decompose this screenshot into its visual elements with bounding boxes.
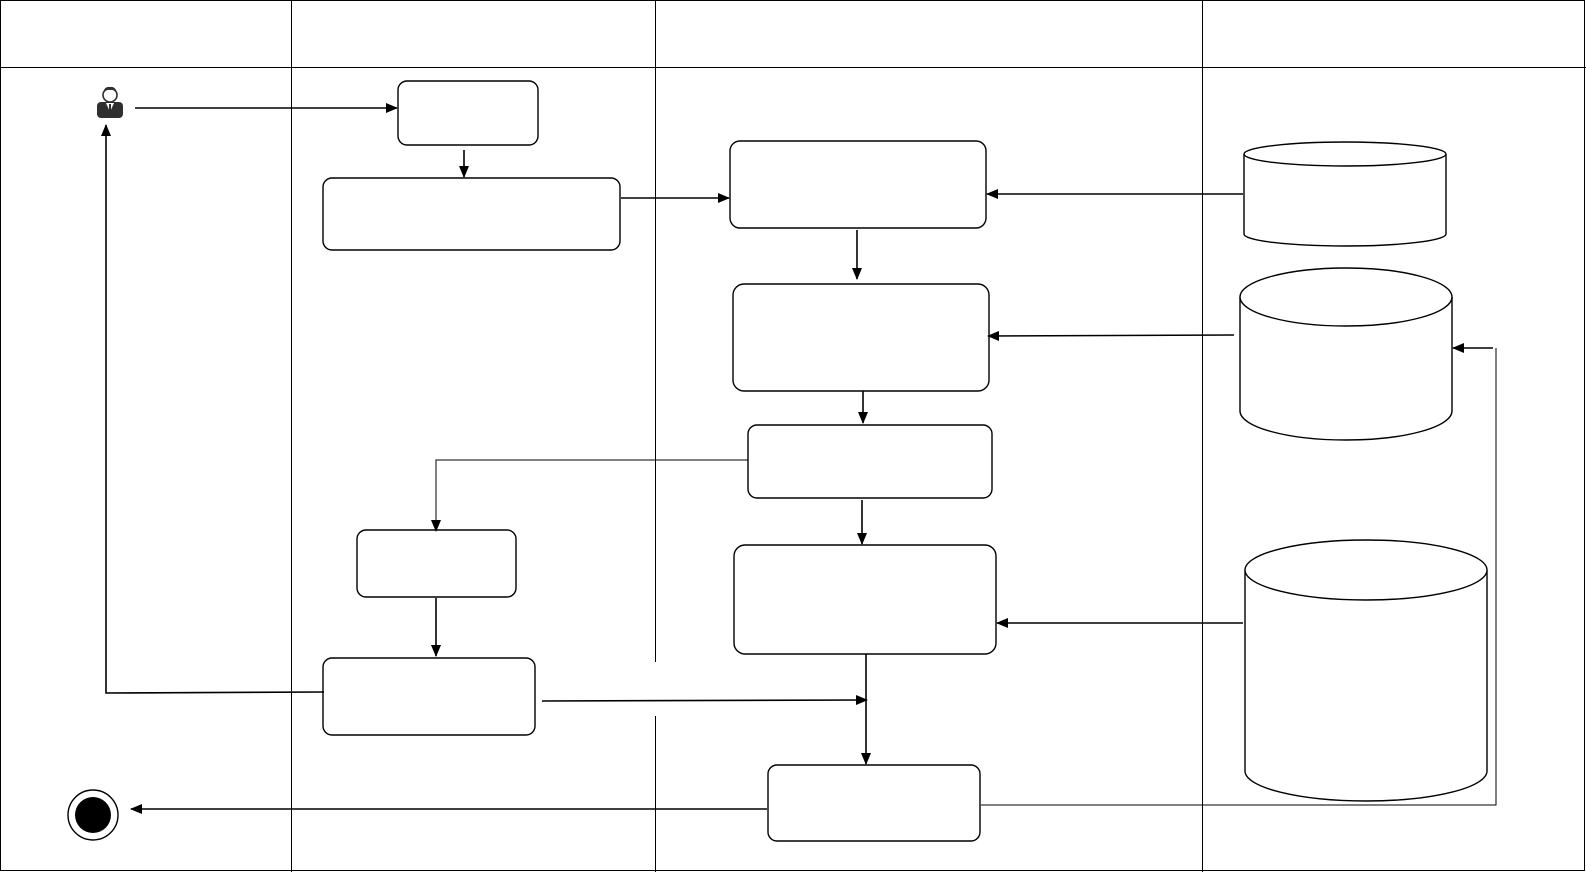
activity-step-6 [356, 529, 517, 598]
activity-step-5 [747, 424, 993, 499]
activity-step-8 [322, 657, 536, 736]
edge-db-2-to-step-4 [987, 330, 1235, 341]
edges [101, 103, 1497, 814]
edge-step-8-to-flow [541, 695, 868, 706]
user-icon [97, 86, 123, 118]
activity-step-7 [733, 544, 997, 655]
datastore-2 [1239, 267, 1453, 441]
activity-step-2 [322, 177, 621, 251]
datastore-1 [1243, 141, 1447, 247]
activity-step-1 [397, 80, 539, 146]
activity-step-4 [732, 283, 990, 392]
activity-step-3 [729, 140, 987, 229]
final-node [67, 789, 119, 841]
edge-step-8-to-actor [101, 124, 325, 694]
edge-step-5-to-step-6 [431, 459, 748, 532]
edge-step-9-to-db-2 [981, 348, 1497, 806]
datastore-3 [1244, 539, 1488, 802]
activity-step-9 [767, 764, 981, 842]
